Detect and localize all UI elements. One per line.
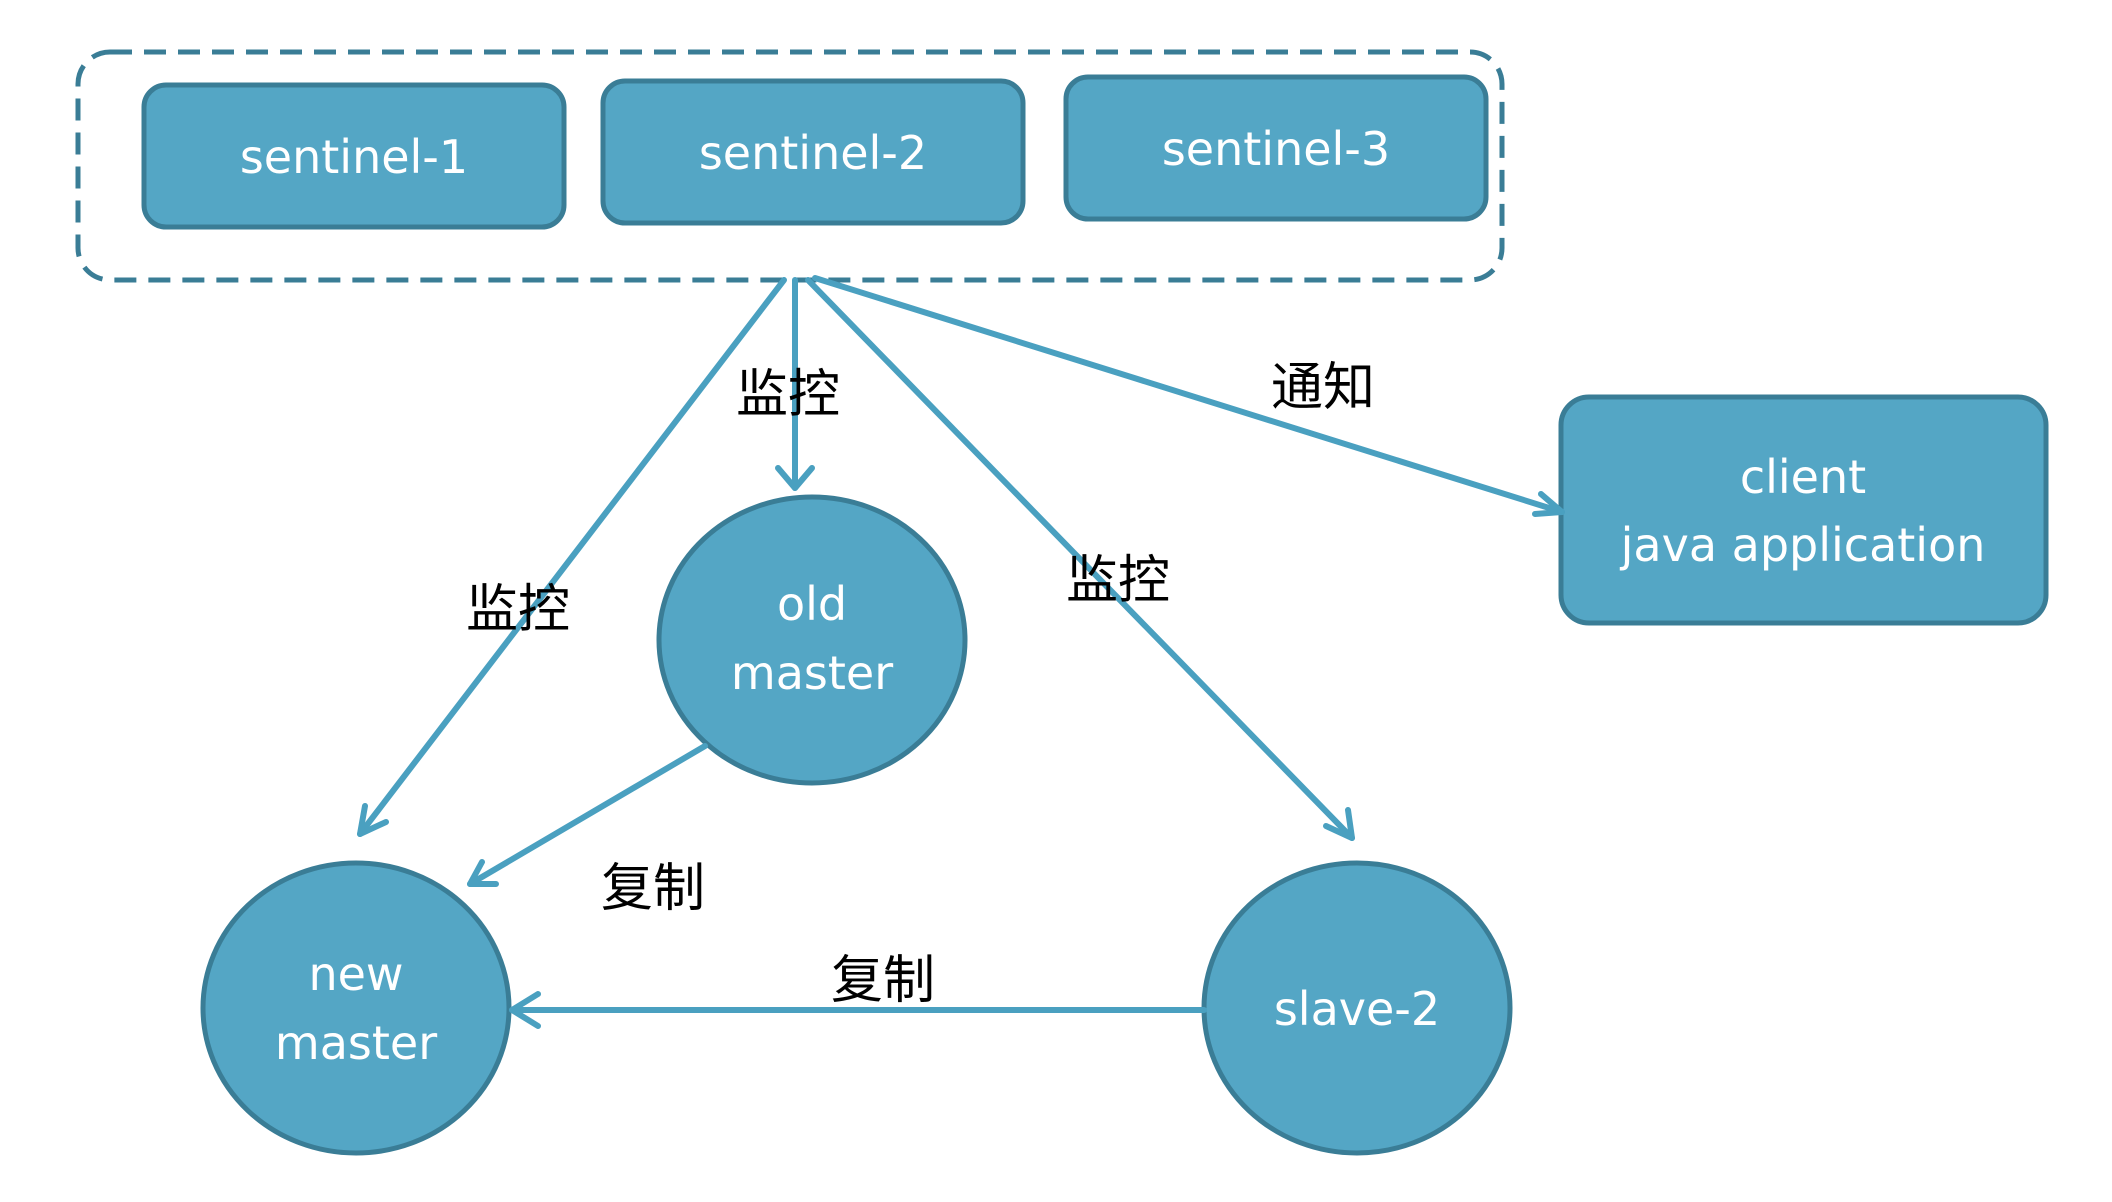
edge-label-replicate-old-to-new: 复制 <box>601 859 705 919</box>
edge-old-master-to-new-master-arrowhead <box>467 859 499 887</box>
edge-old-master-to-new-master <box>467 743 708 887</box>
sentinel-3-node: sentinel-3 <box>1063 74 1489 222</box>
sentinel-group-border <box>75 49 1505 283</box>
sentinel-1-node: sentinel-1 <box>141 82 567 230</box>
edge-lines <box>357 275 1565 1029</box>
old-master-label-line2: master <box>731 646 893 700</box>
edge-label-monitor-new-master: 监控 <box>466 580 570 640</box>
edge-slave-2-to-new-master-arrowhead <box>509 991 541 1029</box>
edge-sentinels-to-old-master-arrowhead <box>775 465 815 491</box>
edge-sentinels-to-client-arrowhead <box>1532 491 1565 517</box>
new-master-label-line1: new <box>308 947 403 1001</box>
edge-label-notify-client: 通知 <box>1271 358 1375 418</box>
edge-sentinels-to-client <box>812 275 1565 515</box>
edge-sentinels-to-new-master <box>357 277 787 837</box>
edge-label-monitor-old-master: 监控 <box>736 365 840 425</box>
edge-sentinels-to-slave-2-arrowhead <box>1323 807 1355 841</box>
slave-2-label: slave-2 <box>1274 982 1440 1036</box>
edge-label-replicate-slave-to-new: 复制 <box>831 951 935 1011</box>
old-master-label-line1: old <box>777 577 847 631</box>
edge-sentinels-to-new-master-arrowhead <box>357 803 389 837</box>
sentinel-2-label: sentinel-2 <box>699 126 927 180</box>
edge-label-monitor-slave-2: 监控 <box>1066 551 1170 611</box>
edge-sentinels-to-slave-2 <box>805 277 1355 841</box>
sentinel-2-node: sentinel-2 <box>600 78 1026 226</box>
new-master-label-line2: master <box>275 1016 437 1070</box>
sentinel-3-label: sentinel-3 <box>1162 122 1390 176</box>
client-node: client java application <box>1558 394 2049 626</box>
new-master-node: new master <box>200 860 512 1156</box>
client-label-line1: client <box>1740 450 1866 504</box>
client-label-line2: java application <box>1620 518 1986 572</box>
sentinel-1-label: sentinel-1 <box>240 130 468 184</box>
slave-2-node: slave-2 <box>1201 860 1513 1156</box>
old-master-node: old master <box>656 494 968 786</box>
